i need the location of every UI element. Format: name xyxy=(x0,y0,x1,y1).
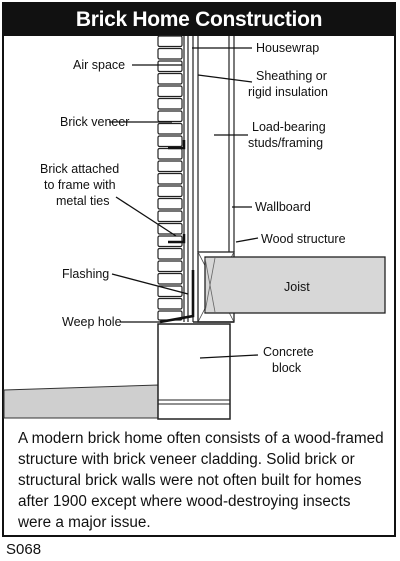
label-air-space: Air space xyxy=(73,58,125,72)
brick xyxy=(157,160,183,173)
brick xyxy=(157,260,183,273)
label-ties-3: metal ties xyxy=(56,194,110,208)
page-title: Brick Home Construction xyxy=(4,4,394,36)
label-wood-structure: Wood structure xyxy=(261,232,346,246)
brick xyxy=(157,197,183,210)
brick xyxy=(157,72,183,85)
brick xyxy=(157,60,183,73)
brick xyxy=(157,272,183,285)
label-concrete-2: block xyxy=(272,361,302,375)
wall-section-diagram: Housewrap Air space Sheathing or rigid i… xyxy=(3,35,386,420)
label-studs-1: Load-bearing xyxy=(252,120,326,134)
label-brick-veneer: Brick veneer xyxy=(60,115,129,129)
label-wallboard: Wallboard xyxy=(255,200,311,214)
brick xyxy=(157,222,183,235)
brick xyxy=(157,35,183,48)
concrete-block xyxy=(157,323,231,420)
brick xyxy=(157,85,183,98)
label-weep-hole: Weep hole xyxy=(62,315,122,329)
label-ties-1: Brick attached xyxy=(40,162,119,176)
label-concrete-1: Concrete xyxy=(263,345,314,359)
leader-lines xyxy=(109,47,259,359)
brick xyxy=(157,97,183,110)
caption-paragraph: A modern brick home often consists of a … xyxy=(18,430,384,531)
figure-frame: Brick Home Construction xyxy=(2,2,396,537)
brick xyxy=(157,147,183,160)
brick xyxy=(157,297,183,310)
label-sheathing-2: rigid insulation xyxy=(248,85,328,99)
label-sheathing-1: Sheathing or xyxy=(256,69,327,83)
metal-ties xyxy=(168,140,186,244)
label-ties-2: to frame with xyxy=(44,178,116,192)
brick xyxy=(157,247,183,260)
figure-code: S068 xyxy=(6,541,42,558)
brick xyxy=(157,185,183,198)
label-studs-2: studs/framing xyxy=(248,136,323,150)
brick xyxy=(157,285,183,298)
label-flashing: Flashing xyxy=(62,267,109,281)
label-housewrap: Housewrap xyxy=(256,41,319,55)
flashing xyxy=(159,270,195,324)
brick-veneer xyxy=(157,35,183,321)
brick xyxy=(157,135,183,148)
brick xyxy=(157,172,183,185)
joist xyxy=(204,256,386,314)
brick xyxy=(157,47,183,60)
label-joist: Joist xyxy=(284,280,310,294)
ground xyxy=(3,384,159,419)
brick xyxy=(157,110,183,123)
brick xyxy=(157,210,183,223)
brick xyxy=(157,122,183,135)
